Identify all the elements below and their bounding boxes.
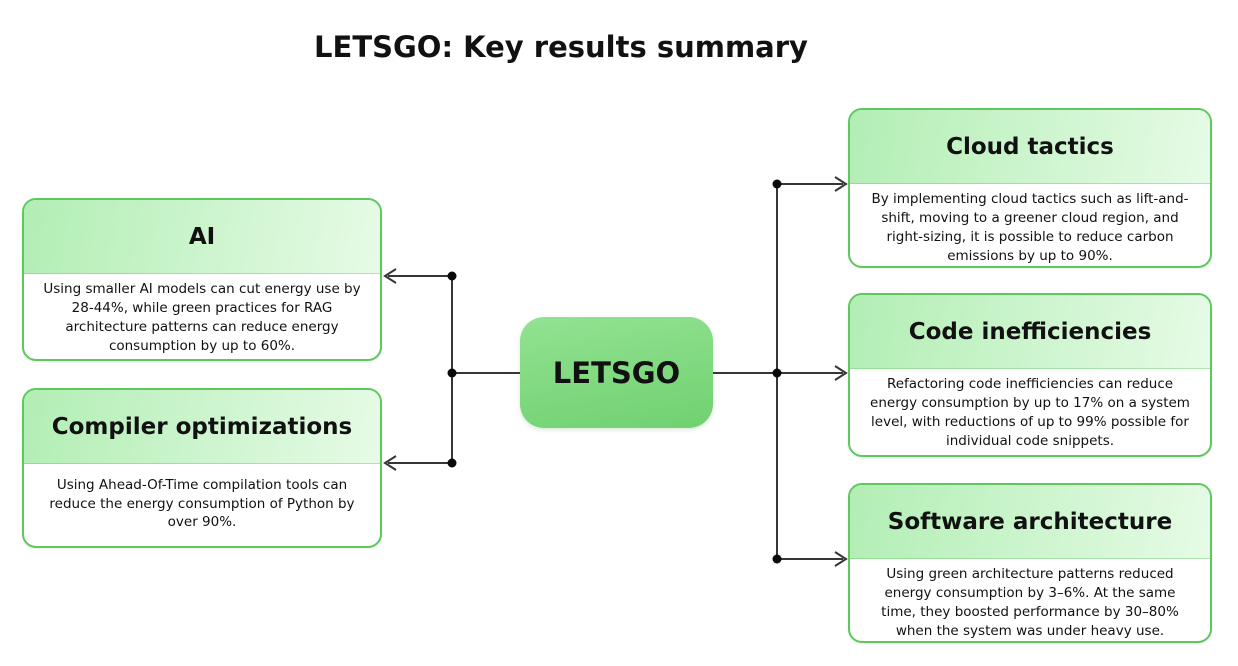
node-ai: AI Using smaller AI models can cut energ… <box>22 198 382 361</box>
junction-dot <box>447 458 457 468</box>
node-compiler-optimizations-body: Using Ahead-Of-Time compilation tools ca… <box>49 476 355 531</box>
arrowhead-right-icon <box>834 176 848 192</box>
node-code-inefficiencies-body: Refactoring code inefficiencies can redu… <box>870 376 1190 449</box>
junction-dot <box>772 179 782 189</box>
arrowhead-right-icon <box>834 365 848 381</box>
node-code-inefficiencies-title: Code inefficiencies <box>850 295 1210 369</box>
center-node-letsgo: LETSGO <box>520 317 713 428</box>
node-software-architecture: Software architecture Using green archit… <box>848 483 1212 643</box>
node-code-inefficiencies: Code inefficiencies Refactoring code ine… <box>848 293 1212 457</box>
junction-dot <box>447 271 457 281</box>
arrowhead-left-icon <box>383 455 397 471</box>
node-compiler-optimizations: Compiler optimizations Using Ahead-Of-Ti… <box>22 388 382 548</box>
arrowhead-right-icon <box>834 551 848 567</box>
node-ai-body: Using smaller AI models can cut energy u… <box>43 281 361 354</box>
diagram-title: LETSGO: Key results summary <box>314 30 808 64</box>
junction-dot <box>772 554 782 564</box>
node-cloud-tactics-title: Cloud tactics <box>850 110 1210 184</box>
junction-dot <box>772 368 782 378</box>
junction-dot <box>447 368 457 378</box>
node-cloud-tactics-body: By implementing cloud tactics such as li… <box>871 191 1189 264</box>
center-node-label: LETSGO <box>552 355 681 390</box>
node-ai-title: AI <box>24 200 380 274</box>
node-software-architecture-body: Using green architecture patterns reduce… <box>881 566 1179 639</box>
node-software-architecture-title: Software architecture <box>850 485 1210 559</box>
arrowhead-left-icon <box>383 268 397 284</box>
node-cloud-tactics: Cloud tactics By implementing cloud tact… <box>848 108 1212 268</box>
node-compiler-optimizations-title: Compiler optimizations <box>24 390 380 464</box>
